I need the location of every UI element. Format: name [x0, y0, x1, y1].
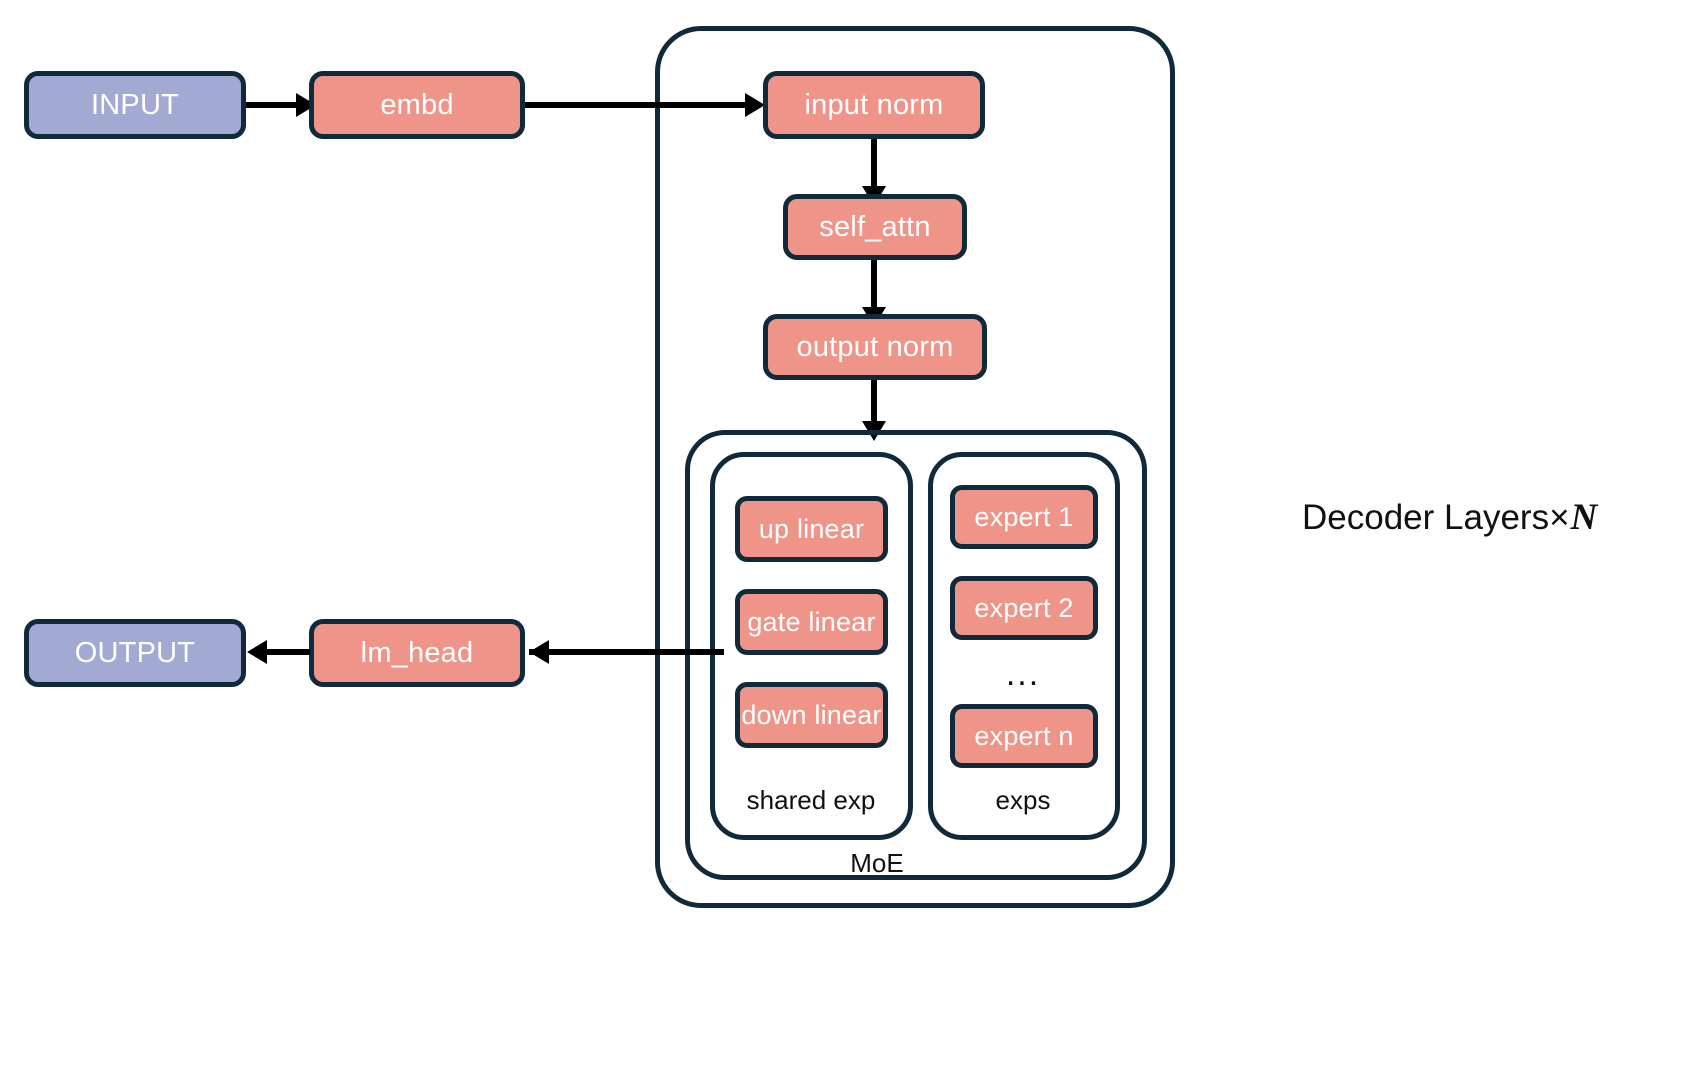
decoder-layers-caption-variable: N [1570, 497, 1598, 538]
decoder-layers-container [655, 26, 1175, 908]
connector-input-norm-to-self-attn [871, 139, 877, 189]
shared-expert-group [710, 452, 913, 840]
connector-lm-head-to-output [256, 649, 310, 655]
output-node[interactable]: OUTPUT [24, 619, 246, 687]
connector-output-norm-to-moe [871, 380, 877, 426]
lm-head-node[interactable]: lm_head [309, 619, 525, 687]
output-norm-node[interactable]: output norm [763, 314, 987, 380]
input-norm-node[interactable]: input norm [763, 71, 985, 139]
arrowhead-moe-to-lm-head [529, 640, 549, 664]
shared-exp-label: shared exp [746, 785, 876, 815]
down-linear-node[interactable]: down linear [735, 682, 888, 748]
connector-self-attn-to-output-norm [871, 260, 877, 310]
decoder-layers-caption: Decoder Layers×N [1302, 499, 1597, 536]
exps-label: exps [995, 785, 1051, 815]
gate-linear-node[interactable]: gate linear [735, 589, 888, 655]
expert-2-node[interactable]: expert 2 [950, 576, 1098, 640]
experts-group [928, 452, 1120, 840]
arrowhead-embd-to-input-norm [745, 93, 765, 117]
moe-container [685, 430, 1147, 880]
moe-label: MoE [850, 848, 904, 878]
decoder-layers-caption-text: Decoder Layers× [1302, 498, 1570, 537]
connector-embd-to-input-norm [525, 102, 747, 108]
expert-1-node[interactable]: expert 1 [950, 485, 1098, 549]
up-linear-node[interactable]: up linear [735, 496, 888, 562]
expert-n-node[interactable]: expert n [950, 704, 1098, 768]
connector-input-to-embd [246, 102, 298, 108]
experts-ellipsis: ... [1005, 655, 1041, 693]
self-attn-node[interactable]: self_attn [783, 194, 967, 260]
connector-moe-to-lm-head [529, 649, 724, 655]
input-node[interactable]: INPUT [24, 71, 246, 139]
arrowhead-lm-head-to-output [247, 640, 267, 664]
embd-node[interactable]: embd [309, 71, 525, 139]
